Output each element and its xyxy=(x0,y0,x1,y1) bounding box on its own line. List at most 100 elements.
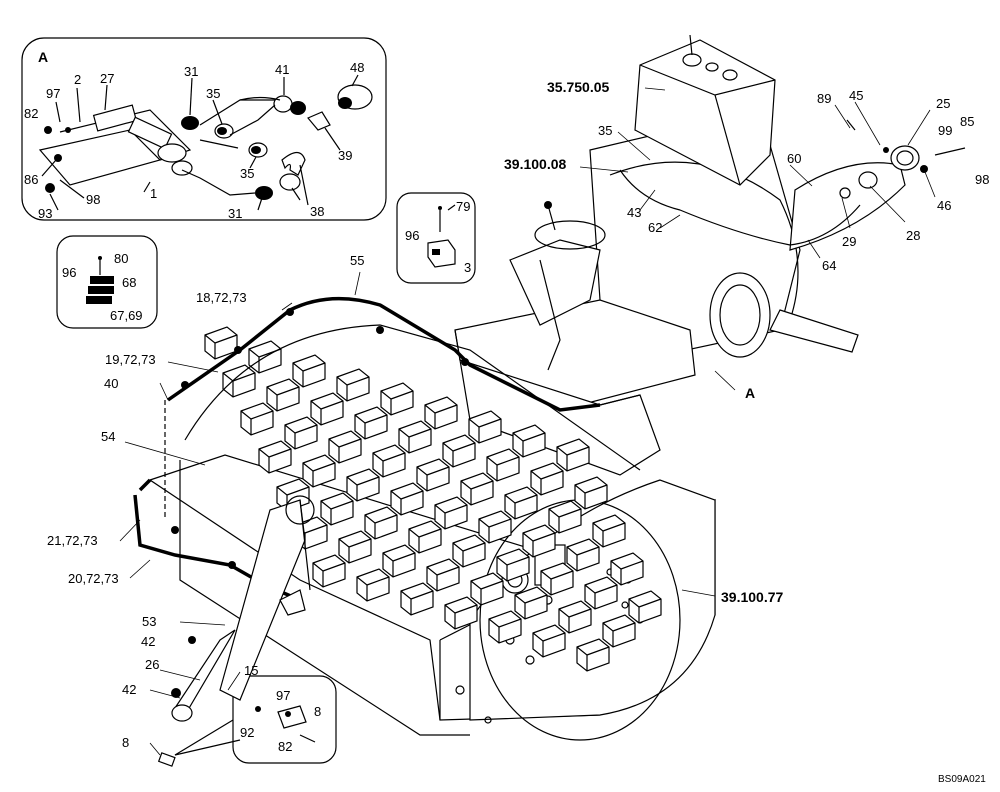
callout-97-b: 97 xyxy=(276,688,290,703)
callout-29: 29 xyxy=(842,234,856,249)
callout-31: 31 xyxy=(184,64,198,79)
detail-inset-plug: 97 8 92 82 xyxy=(232,675,337,764)
callout-42: 42 xyxy=(141,634,155,649)
drum-pad xyxy=(592,514,626,548)
callout-48: 48 xyxy=(350,60,364,75)
callout-60: 60 xyxy=(787,151,801,166)
callout-28: 28 xyxy=(906,228,920,243)
drum-pad xyxy=(408,520,442,554)
callout-20-72-73: 20,72,73 xyxy=(68,571,119,586)
drum-pad xyxy=(426,558,460,592)
drum-pad xyxy=(390,482,424,516)
callout-21-72-73: 21,72,73 xyxy=(47,533,98,548)
callout-89: 89 xyxy=(817,91,831,106)
callout-97: 97 xyxy=(46,86,60,101)
callout-98: 98 xyxy=(86,192,100,207)
drum-pad xyxy=(504,486,538,520)
drum-pad xyxy=(602,614,636,648)
drum-pad xyxy=(610,552,644,586)
callout-27: 27 xyxy=(100,71,114,86)
callout-19-72-73: 19,72,73 xyxy=(105,352,156,367)
callout-53: 53 xyxy=(142,614,156,629)
drum-pad xyxy=(496,548,530,582)
callout-55: 55 xyxy=(350,253,364,268)
drum-pad xyxy=(302,454,336,488)
drum-pad xyxy=(424,396,458,430)
callout-79: 79 xyxy=(456,199,470,214)
callout-18-72-73: 18,72,73 xyxy=(196,290,247,305)
inset-a-letter: A xyxy=(38,49,48,65)
drum-pad xyxy=(434,496,468,530)
drum-pad xyxy=(470,572,504,606)
callout-68: 68 xyxy=(122,275,136,290)
callout-39: 39 xyxy=(338,148,352,163)
callout-45: 45 xyxy=(849,88,863,103)
drum-pad xyxy=(452,534,486,568)
callout-86: 86 xyxy=(24,172,38,187)
callout-43: 43 xyxy=(627,205,641,220)
drum-pad xyxy=(382,544,416,578)
callout-54: 54 xyxy=(101,429,115,444)
drum-pad xyxy=(416,458,450,492)
callout-39-100-08: 39.100.08 xyxy=(504,156,566,172)
drum-pad xyxy=(628,590,662,624)
drum-pad xyxy=(556,438,590,472)
compactor-machine xyxy=(133,34,966,767)
callout-46: 46 xyxy=(937,198,951,213)
drum-pad xyxy=(364,506,398,540)
callout-42-lower: 42 xyxy=(122,682,136,697)
drum-pad xyxy=(266,378,300,412)
drum-pad xyxy=(240,402,274,436)
drum-pad xyxy=(532,624,566,658)
drum-pad xyxy=(486,448,520,482)
callout-26: 26 xyxy=(145,657,159,672)
detail-inset-a: A xyxy=(21,37,387,221)
drum-pad xyxy=(380,382,414,416)
drum-pad xyxy=(548,500,582,534)
drum-pad xyxy=(522,524,556,558)
callout-99: 99 xyxy=(938,123,952,138)
callout-98-right: 98 xyxy=(975,172,989,187)
callout-92: 92 xyxy=(240,725,254,740)
drum-pad xyxy=(258,440,292,474)
callout-80: 80 xyxy=(114,251,128,266)
callout-15: 15 xyxy=(244,663,258,678)
drum-pad xyxy=(468,410,502,444)
callout-35-main: 35 xyxy=(598,123,612,138)
drum-pad xyxy=(328,430,362,464)
callout-64: 64 xyxy=(822,258,836,273)
callout-82: 82 xyxy=(24,106,38,121)
drum-pad xyxy=(336,368,370,402)
callout-a-view: A xyxy=(745,385,755,401)
drum-pad xyxy=(372,444,406,478)
detail-inset-connector: 80 96 68 67,69 xyxy=(56,235,158,329)
drum-pad xyxy=(312,554,346,588)
drum-pad xyxy=(310,392,344,426)
callout-1: 1 xyxy=(150,186,157,201)
callout-2: 2 xyxy=(74,72,81,87)
drum-pads xyxy=(204,326,662,672)
callout-96-b: 96 xyxy=(62,265,76,280)
callout-41: 41 xyxy=(275,62,289,77)
drum-pad xyxy=(356,568,390,602)
drum-pad xyxy=(444,596,478,630)
drum-pad xyxy=(574,476,608,510)
callout-85: 85 xyxy=(960,114,974,129)
detail-inset-sensor: 79 96 3 xyxy=(396,192,476,284)
callout-25: 25 xyxy=(936,96,950,111)
callout-35: 35 xyxy=(206,86,220,101)
callout-8: 8 xyxy=(314,704,321,719)
drum-pad xyxy=(460,472,494,506)
callout-38: 38 xyxy=(310,204,324,219)
drum-pad xyxy=(576,638,610,672)
drum-pad xyxy=(488,610,522,644)
drum-pad xyxy=(530,462,564,496)
drum-pad xyxy=(566,538,600,572)
callout-62: 62 xyxy=(648,220,662,235)
callout-31-lower: 31 xyxy=(228,206,242,221)
leader-lines xyxy=(119,87,936,756)
drum-pad xyxy=(400,582,434,616)
callout-67-69: 67,69 xyxy=(110,308,143,323)
callout-96: 96 xyxy=(405,228,419,243)
